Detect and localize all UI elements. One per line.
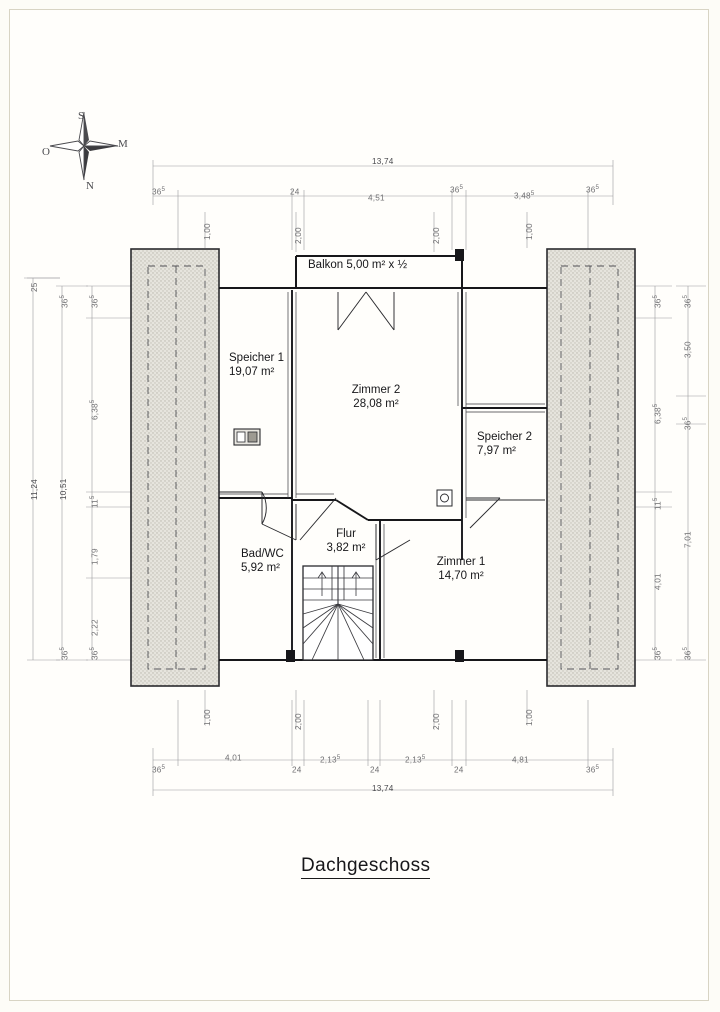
dim-top-1: 365 <box>152 186 166 197</box>
dim-top-6: 365 <box>586 184 600 195</box>
dim-left-7: 365 <box>59 646 70 660</box>
dim-left-4: 115 <box>89 495 100 508</box>
dim-right-outer-3: 7,01 <box>683 531 693 548</box>
dim-bottom-7: 24 <box>454 765 464 775</box>
dim-left-8: 365 <box>89 646 100 660</box>
dim-top-2: 24 <box>290 187 300 197</box>
dim-top-5: 3,485 <box>514 190 535 201</box>
dim-left-outer: 11,24 <box>30 479 39 500</box>
room-label-speicher1: Speicher 1 19,07 m² <box>229 352 284 379</box>
dim-bottom-3: 24 <box>292 765 302 775</box>
doors <box>219 291 545 561</box>
dim-left-3: 6,385 <box>89 399 100 420</box>
dim-top-4: 365 <box>450 184 464 195</box>
dim-bottom-opening-4: 1,00 <box>525 709 534 726</box>
room-label-flur: Flur 3,82 m² <box>311 528 381 555</box>
room-area: 5,92 m² <box>241 561 280 574</box>
compass-label-south: S <box>78 110 85 122</box>
room-area: 3,82 m² <box>326 541 366 554</box>
dim-top-opening-2: 2,00 <box>294 227 303 244</box>
dim-right-3: 6,385 <box>652 403 663 424</box>
room-label-zimmer1: Zimmer 1 14,70 m² <box>406 556 516 583</box>
dim-bottom-opening-3: 2,00 <box>432 713 441 730</box>
room-name: Flur <box>336 528 356 540</box>
compass-rose <box>49 111 119 181</box>
compass-label-east: M <box>118 138 128 150</box>
dim-bottom-overall: 13,74 <box>372 784 394 793</box>
dim-top-3: 4,51 <box>368 193 385 203</box>
room-area: 19,07 m² <box>229 365 275 378</box>
dim-bottom-8: 4,81 <box>512 755 529 765</box>
valve-fixture <box>436 489 453 507</box>
dim-top-opening-4: 1,00 <box>525 223 534 240</box>
dim-bottom-opening-2: 2,00 <box>294 713 303 730</box>
room-name: Speicher 1 <box>229 352 284 364</box>
dim-bottom-1: 365 <box>152 764 166 775</box>
dim-top-opening-3: 2,00 <box>432 227 441 244</box>
dim-bottom-9: 365 <box>586 764 600 775</box>
dimension-lines <box>24 160 706 796</box>
dim-left-5: 1,79 <box>90 548 100 565</box>
room-label-zimmer2: Zimmer 2 28,08 m² <box>316 384 436 411</box>
compass-label-north: N <box>86 180 94 192</box>
room-name: Zimmer 1 <box>436 556 486 568</box>
wall-nibs <box>286 249 464 662</box>
dim-right-1: 365 <box>652 294 663 308</box>
dim-bottom-4: 2,135 <box>320 754 341 765</box>
room-area: 7,97 m² <box>477 444 516 457</box>
dim-bottom-2: 4,01 <box>225 753 242 763</box>
dim-bottom-5: 24 <box>370 765 380 775</box>
room-area: 28,08 m² <box>353 397 399 410</box>
page-title: Dachgeschoss <box>301 855 431 879</box>
dim-right-6: 365 <box>652 646 663 660</box>
roof-area-left <box>130 248 220 687</box>
room-name: Zimmer 2 <box>351 384 401 396</box>
dim-left-second: 10,51 <box>59 478 68 501</box>
dim-top-overall: 13,74 <box>372 157 394 166</box>
dim-bottom-6: 2,135 <box>405 754 426 765</box>
dim-right-2: 365 <box>682 294 693 308</box>
dim-top-opening-1: 1,00 <box>203 223 212 240</box>
chimney-fixture <box>233 428 261 446</box>
dim-right-outer-1: 3,50 <box>683 341 693 358</box>
room-label-speicher2: Speicher 2 7,97 m² <box>477 431 532 458</box>
dim-right-outer-2: 365 <box>682 416 693 430</box>
dim-right-5: 4,01 <box>653 573 663 590</box>
balcony-label: Balkon 5,00 m² x ½ <box>308 259 408 271</box>
dim-left-top-small: 25 <box>30 282 39 292</box>
dim-left-1: 365 <box>59 294 70 308</box>
room-name: Speicher 2 <box>477 431 532 443</box>
dim-right-7: 365 <box>682 646 693 660</box>
room-label-badwc: Bad/WC 5,92 m² <box>241 548 284 575</box>
room-name: Bad/WC <box>241 548 284 560</box>
dim-left-6: 2,22 <box>90 619 100 636</box>
dim-left-2: 365 <box>89 294 100 308</box>
room-area: 14,70 m² <box>438 569 484 582</box>
compass-label-west: O <box>42 146 50 158</box>
walls <box>219 255 547 661</box>
dim-right-4: 115 <box>652 497 663 510</box>
dim-bottom-opening-1: 1,00 <box>203 709 212 726</box>
roof-area-right <box>546 248 636 687</box>
staircase <box>302 565 374 661</box>
